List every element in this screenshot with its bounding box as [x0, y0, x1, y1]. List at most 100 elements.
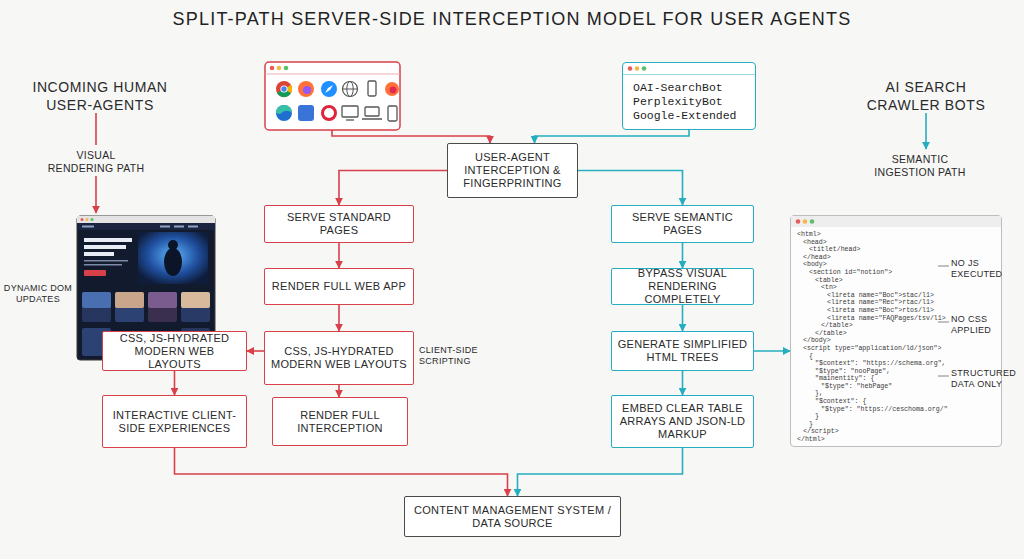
annotation-label: STRUCTURED DATA ONLY: [951, 368, 1021, 390]
icon-shape: [343, 89, 358, 90]
laptop-icon: [362, 107, 382, 119]
title-bar-line: [623, 74, 755, 75]
window-title-bar: [623, 63, 755, 76]
code-line: <script type="application/ld/json">: [797, 345, 1001, 353]
title-bar-line: [265, 74, 400, 75]
process-box: USER-AGENT INTERCEPTION & FINGERPRINTING: [447, 143, 578, 198]
annotation-label: SEMANTIC INGESTION PATH: [865, 153, 975, 179]
code-line: <tn>: [797, 284, 1001, 292]
firefox-icon: [385, 82, 399, 96]
flow-connector: [174, 371, 176, 395]
process-box: RENDER FULL INTERCEPTION: [272, 397, 408, 446]
leader-lines: [938, 266, 949, 376]
hero-button: [84, 270, 106, 276]
icon-shape: [276, 81, 292, 97]
icon-shape: [276, 105, 292, 121]
screen-browser-bar: [77, 216, 215, 223]
content-card: [115, 292, 144, 322]
card-image: [148, 292, 177, 308]
flow-connector: [338, 243, 340, 268]
window-dot: [277, 66, 282, 71]
title-bar-fill: [791, 216, 1001, 227]
edge-icon: [276, 105, 292, 121]
annotation-label: NO JS EXECUTED: [951, 258, 1011, 280]
code-line: "$type": "https://ceschoma.org/": [797, 406, 1001, 414]
app-icon: [298, 105, 314, 121]
hero-heading: [84, 245, 126, 249]
icon-shape: [365, 107, 379, 116]
window-dot: [810, 219, 815, 224]
column-heading: AI SEARCH CRAWLER BOTS: [856, 78, 996, 114]
code-line: "$context": "https://schema.org",: [797, 360, 1001, 368]
process-box: EMBED CLEAR TABLE ARRAYS AND JSON-LD MAR…: [611, 395, 754, 448]
icon-shape: [298, 81, 314, 97]
node-text: USER-AGENT INTERCEPTION & FINGERPRINTING: [452, 151, 573, 190]
leader-line: [938, 266, 949, 267]
flow-connector: [535, 130, 690, 143]
code-line: </script>: [797, 428, 1001, 436]
hero-heading: [84, 238, 132, 242]
icon-shape: [362, 118, 382, 120]
hero-figure: [164, 248, 182, 276]
icon-shape: [280, 85, 287, 92]
annotation-label: CLIENT-SIDE SCRIPTING: [419, 345, 491, 367]
window-dot: [628, 66, 633, 71]
node-text: CONTENT MANAGEMENT SYSTEM / DATA SOURCE: [409, 504, 616, 530]
window-dot: [91, 218, 94, 221]
icon-shape: [390, 87, 397, 94]
node-text: GENERATE SIMPLIFIED HTML TREES: [616, 338, 749, 364]
annotation-label: VISUAL RENDERING PATH: [46, 149, 146, 175]
screen-nav: [77, 223, 215, 230]
node-text: INTERACTIVE CLIENT-SIDE EXPERIENCES: [107, 409, 242, 435]
node-text: RENDER FULL WEB APP: [272, 280, 406, 293]
process-box: SERVE STANDARD PAGES: [264, 205, 414, 243]
node-text: RENDER FULL INTERCEPTION: [277, 409, 403, 435]
process-box: BYPASS VISUAL RENDERING COMPLETELY: [611, 268, 754, 305]
code-line: </body>: [797, 337, 1001, 345]
browser-window: [265, 62, 400, 130]
window-dot: [86, 218, 89, 221]
phone-icon: [368, 81, 376, 96]
process-box: RENDER FULL WEB APP: [264, 268, 414, 305]
flow-connector: [754, 350, 790, 352]
node-text: OAI-SearchBot: [633, 81, 755, 95]
icon-shape: [303, 86, 311, 94]
phone-icon: [388, 106, 397, 121]
flow-connector: [338, 385, 340, 397]
code-line: <head>: [797, 239, 1001, 247]
card-image: [82, 292, 111, 308]
icon-shape: [325, 85, 333, 93]
code-line: <lireta name="Boc">stac/l1>: [797, 292, 1001, 300]
node-text: BYPASS VISUAL RENDERING COMPLETELY: [616, 267, 749, 306]
diagram-title: SPLIT-PATH SERVER-SIDE INTERCEPTION MODE…: [0, 9, 1024, 30]
process-box: CONTENT MANAGEMENT SYSTEM / DATA SOURCE: [404, 496, 621, 537]
node-text: Google-Extended: [633, 109, 755, 123]
flow-connector: [578, 171, 683, 206]
code-line: },: [797, 390, 1001, 398]
process-box: GENERATE SIMPLIFIED HTML TREES: [611, 331, 754, 371]
nav-item: [188, 226, 198, 228]
window-dot: [796, 219, 801, 224]
window-dot: [803, 219, 808, 224]
column-heading: INCOMING HUMAN USER-AGENTS: [15, 78, 185, 114]
icon-shape: [281, 86, 286, 91]
window-dot: [642, 66, 647, 71]
code-line: <titlet/head>: [797, 246, 1001, 254]
flow-connector: [338, 305, 340, 331]
process-box: INTERACTIVE CLIENT-SIDE EXPERIENCES: [102, 395, 247, 448]
globe-icon: [343, 82, 358, 97]
process-box: CSS, JS-HYDRATED MODERN WEB LAYOUTS: [264, 331, 414, 385]
flow-connector: [682, 305, 684, 331]
visual-path-line: [95, 113, 97, 145]
flow-connector: [175, 448, 508, 496]
window-dot: [81, 218, 84, 221]
window-dot: [270, 66, 275, 71]
content-card: [82, 292, 111, 322]
hero-image: [138, 232, 208, 284]
process-box: SERVE SEMANTIC PAGES: [611, 205, 754, 243]
nav-item: [82, 226, 94, 228]
safari-icon: [321, 81, 337, 97]
code-line: <html>: [797, 231, 1001, 239]
content-card: [148, 292, 177, 322]
